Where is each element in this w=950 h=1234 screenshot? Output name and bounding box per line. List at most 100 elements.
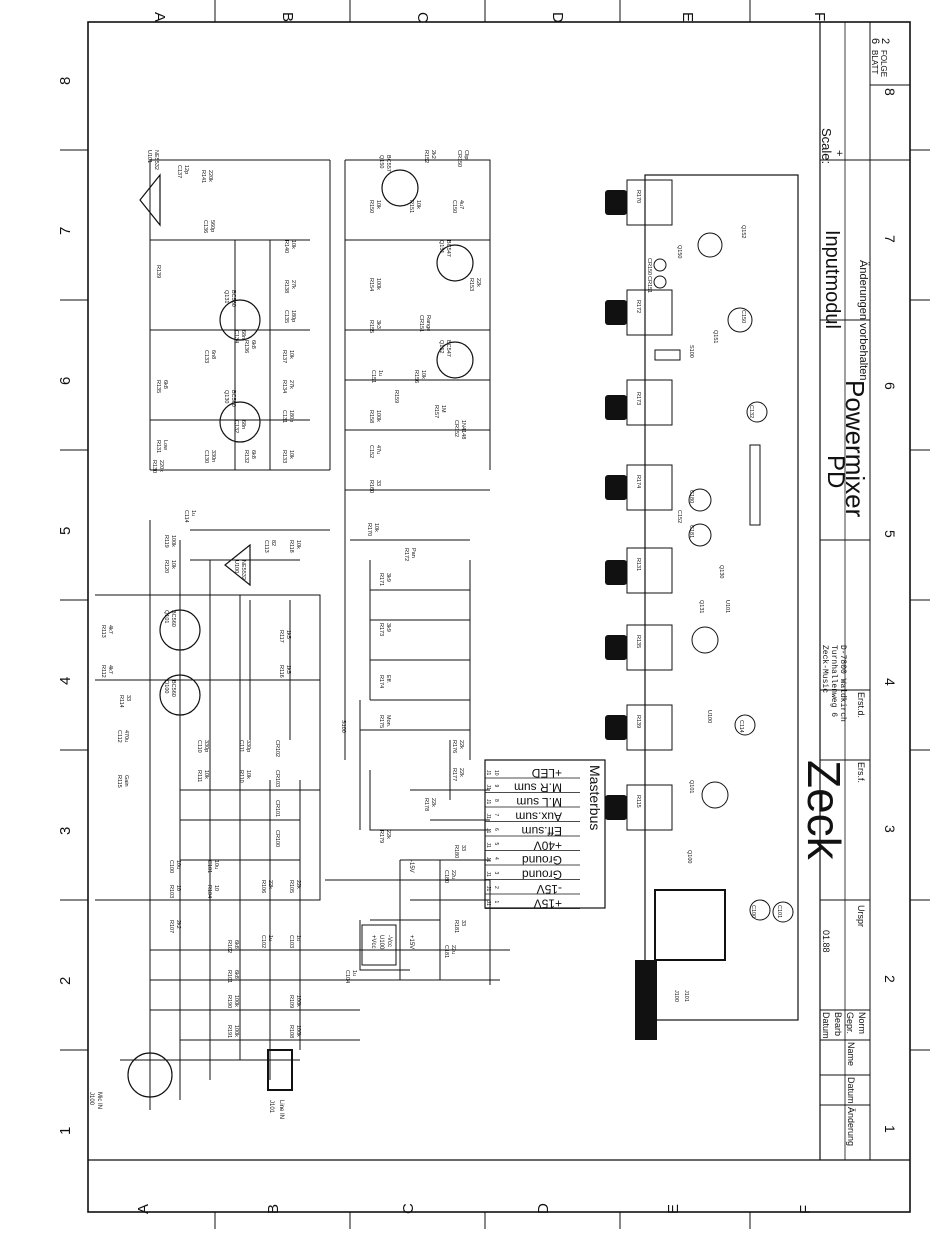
connector-pin-prefix: J1 (485, 901, 491, 907)
blatt-value: 6 (869, 38, 881, 44)
component-ref: R156 (413, 370, 419, 383)
connector-pin-label: Ground (522, 868, 562, 882)
grid-number: 7 (57, 227, 74, 235)
component-ref: R138 (283, 280, 289, 293)
pcb-label: C132 (748, 405, 754, 418)
folge-label: FOLGE (879, 50, 888, 77)
rail-neg-label: -15V (408, 860, 414, 873)
component-ref: Q100 (163, 680, 169, 693)
component-ref: R137 (281, 350, 287, 363)
component-ref: C100 (168, 860, 174, 873)
component-ref: CR151 (418, 315, 424, 332)
component-value: 6k8 (233, 940, 239, 949)
component-ref: R115 (116, 775, 122, 788)
datum-value: 01.88 (821, 930, 831, 953)
component-value: Eff. (385, 675, 391, 684)
opamp-icon (139, 173, 161, 227)
component-ref: R120 (163, 560, 169, 573)
component-value: 100k (375, 278, 381, 290)
component-ref: Q130 (223, 390, 229, 403)
connector-pin-label: M.R sum (514, 781, 562, 795)
connector-pin-number: 10 (493, 770, 499, 776)
u100b-label: U100 (378, 935, 384, 950)
scale-label: Scale: (819, 128, 834, 164)
component-ref: R111 (196, 770, 202, 782)
circuit-wiring (95, 159, 510, 1110)
pcb-label: Q152 (740, 225, 746, 238)
component-value: 10k (288, 450, 294, 459)
grid-number: 6 (882, 382, 898, 390)
component-value: Clip (463, 150, 469, 159)
component-value: 33 (375, 480, 381, 486)
grid-letter: A (135, 1204, 152, 1214)
component-value: 4u7 (458, 200, 464, 209)
component-value: 2k2 (175, 920, 181, 929)
connector-pin-number: 7 (493, 814, 499, 817)
connector-pin-label: +LED (531, 766, 562, 780)
component-value: 6k8 (162, 380, 168, 389)
grid-numbers-right: 1 2 3 4 5 6 7 8 (882, 88, 898, 1133)
component-ref: R105 (288, 880, 294, 893)
ersatz-fuer: Ers.f. (856, 762, 866, 783)
component-ref: R158 (368, 410, 374, 423)
component-value: 68n (240, 420, 246, 429)
component-value: 68n (240, 330, 246, 339)
transistor-icon (436, 341, 474, 379)
pcb-label: C114 (738, 720, 744, 733)
grid-letter: F (811, 12, 828, 21)
grid-letters-top: A B C D E F (151, 12, 828, 23)
connector-pin-label: -15V (537, 882, 562, 896)
connector-pin-number: 8 (493, 799, 499, 802)
pcb-label: J100 (673, 990, 679, 1002)
component-value: 12p (183, 165, 189, 174)
grid-number: 4 (57, 677, 74, 685)
pcb-label: Q150 (676, 245, 682, 258)
component-value: Pan (410, 548, 416, 558)
component-value: 220k (207, 170, 213, 182)
pcb-layout: R170R172R173R174R131R135R139R115Q150Q151… (605, 174, 799, 1040)
component-ref: R153 (468, 278, 474, 291)
grid-letter: F (797, 1205, 814, 1214)
component-ref: R130 (151, 460, 157, 473)
component-ref: R132 (243, 450, 249, 463)
pot-knob (605, 635, 627, 660)
pcb-label: Q130 (718, 565, 724, 578)
pcb-label: R135 (635, 635, 641, 648)
grid-letter: B (265, 1204, 282, 1214)
pot-knob (605, 475, 627, 500)
pcb-label: R174 (635, 475, 641, 488)
component-value: NE5532 (153, 150, 159, 170)
component-value: 22k (385, 830, 391, 839)
component-ref: R119 (163, 535, 169, 548)
connector-body (484, 759, 606, 909)
connector-pin-label: M.L sum (516, 795, 562, 809)
title-pd: PD (822, 455, 849, 488)
component-value: 100k (170, 535, 176, 547)
connector-pin-prefix: J1 (485, 814, 491, 820)
grid-numbers-left: 1 2 3 4 5 6 7 8 (57, 77, 74, 1135)
transistor-icon (381, 169, 419, 207)
component-ref: R159 (393, 390, 399, 403)
pcb-label: U101 (724, 600, 730, 613)
component-value: 22k (458, 768, 464, 777)
pot-knob (605, 560, 627, 585)
component-ref: Q152 (438, 340, 444, 353)
component-ref: R172 (403, 548, 409, 561)
component-value: 3k9 (385, 573, 391, 582)
connector-pin-number: 5 (493, 843, 499, 846)
component-value: 33 (125, 695, 131, 701)
component-ref: R117 (278, 630, 284, 643)
component-ref: R113 (100, 625, 106, 638)
pcb-label: Q131 (698, 600, 704, 613)
component-ref: C181 (443, 945, 449, 958)
component-value: 10u (213, 860, 219, 869)
component-value: 3k3 (375, 320, 381, 329)
component-ref: R190 (226, 995, 232, 1008)
component-ref: R154 (368, 278, 374, 291)
connector-pin-label: +15V (534, 897, 562, 911)
vcc-neg-label: -Vcc (386, 935, 392, 947)
transistor-icon (436, 244, 474, 282)
line-in-ref: J101 (268, 1100, 274, 1114)
pcb-label: C150 (740, 310, 746, 323)
xlr-connector-icon (127, 1052, 173, 1098)
